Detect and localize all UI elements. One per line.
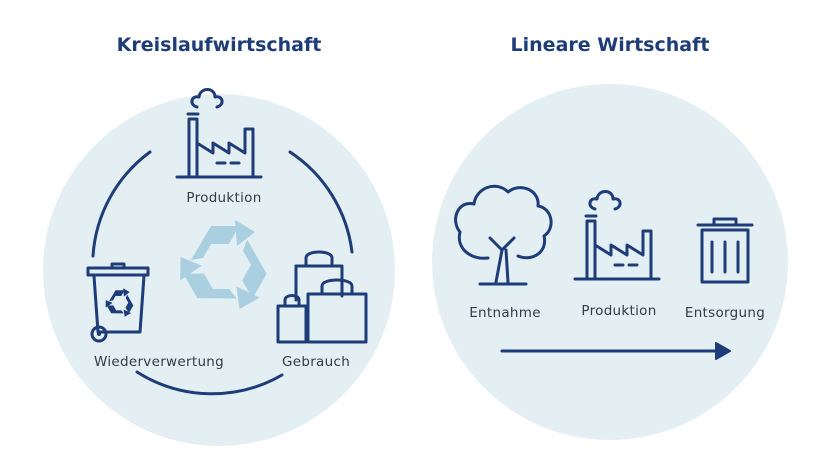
circular-economy-panel: Kreislaufwirtschaft Produktion: [43, 34, 395, 446]
recycling-bin-icon: [86, 262, 150, 343]
cycle-arc-right: [288, 150, 354, 254]
stage-label-use: Gebrauch: [282, 354, 350, 370]
shopping-bags-icon: [276, 250, 368, 344]
recycle-icon: [180, 220, 267, 309]
linear-economy-panel: Lineare Wirtschaft Entnahme Produktion E…: [432, 34, 788, 440]
stage-label-recycling: Wiederverwertung: [94, 354, 224, 370]
cycle-arc-left: [91, 150, 152, 258]
circular-background: [43, 94, 395, 446]
tree-icon: [454, 184, 553, 286]
stage-label-disposal: Entsorgung: [685, 305, 765, 321]
stage-label-extraction: Entnahme: [469, 305, 541, 321]
arrow-right-icon: [500, 342, 731, 360]
linear-title: Lineare Wirtschaft: [511, 34, 710, 56]
trash-can-icon: [696, 217, 754, 284]
bin-recycle-mark-icon: [105, 288, 134, 317]
circular-title: Kreislaufwirtschaft: [117, 34, 322, 56]
stage-label-production: Produktion: [186, 190, 261, 206]
stage-label-production: Produktion: [581, 303, 656, 319]
cycle-arc-bottom: [135, 370, 284, 396]
linear-background: [432, 84, 788, 440]
